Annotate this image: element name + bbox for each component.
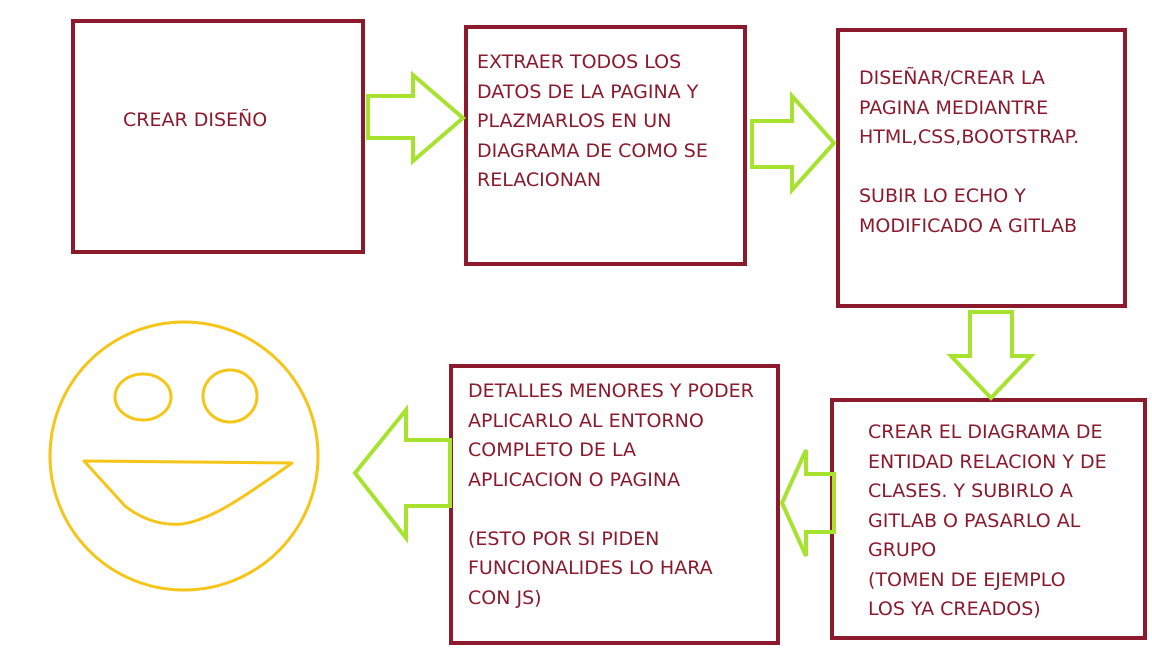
smiley-face-icon xyxy=(48,320,320,592)
step-4-text: CREAR EL DIAGRAMA DE ENTIDAD RELACION Y … xyxy=(868,421,1107,620)
arrow-left-icon xyxy=(352,404,452,544)
step-1-box xyxy=(71,19,365,254)
step-3-text: DISEÑAR/CREAR LA PAGINA MEDIANTRE HTML,C… xyxy=(859,67,1080,237)
step-3-box xyxy=(836,28,1127,308)
arrow-right-icon xyxy=(750,90,837,196)
step-2-text: EXTRAER TODOS LOS DATOS DE LA PAGINA Y P… xyxy=(477,51,708,191)
step-5-text: DETALLES MENORES Y PODER APLICARLO AL EN… xyxy=(468,380,754,609)
step-2-box xyxy=(464,25,747,266)
arrow-right-icon xyxy=(366,70,467,166)
step-1-text: CREAR DISEÑO xyxy=(123,109,268,131)
arrow-left-icon xyxy=(779,449,836,557)
arrow-down-icon xyxy=(946,310,1036,401)
step-4-box xyxy=(830,398,1147,640)
